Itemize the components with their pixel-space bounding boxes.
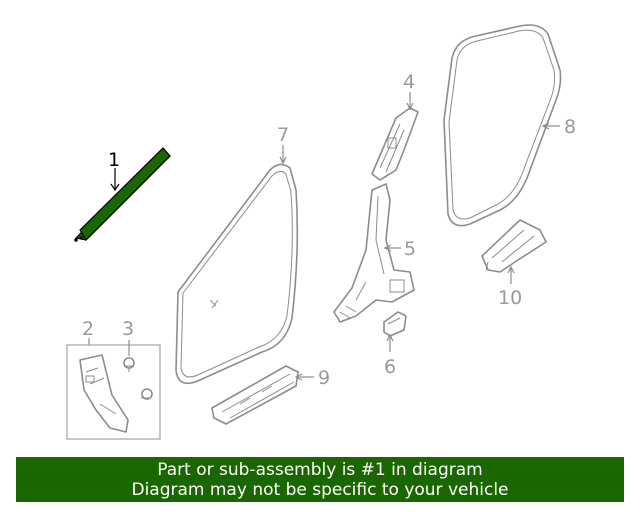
- part-5-pillar-lower-trim[interactable]: [333, 183, 415, 323]
- part-1-pillar-trim[interactable]: [74, 147, 172, 242]
- part-2-box: [66, 344, 161, 440]
- callout-1: 1: [108, 149, 120, 171]
- callout-2: 2: [82, 318, 94, 340]
- callout-10: 10: [498, 287, 522, 309]
- part-9-sill-plate[interactable]: [211, 365, 299, 425]
- callout-7: 7: [277, 124, 289, 146]
- banner-line-2: Diagram may not be specific to your vehi…: [131, 479, 509, 500]
- info-banner: Part or sub-assembly is #1 in diagram Di…: [16, 457, 624, 502]
- callout-6: 6: [384, 356, 396, 378]
- callout-9: 9: [318, 367, 330, 389]
- callout-3: 3: [122, 318, 134, 340]
- banner-line-1: Part or sub-assembly is #1 in diagram: [157, 459, 483, 480]
- part-4-upper-trim[interactable]: [371, 107, 419, 181]
- callout-4: 4: [403, 71, 415, 93]
- part-2-trim-panel[interactable]: [79, 354, 129, 433]
- callout-8: 8: [564, 116, 576, 138]
- part-10-rear-sill-trim[interactable]: [481, 219, 547, 273]
- part-3-clip[interactable]: [123, 357, 153, 400]
- part-8-weatherstrip[interactable]: [443, 24, 562, 227]
- callout-5: 5: [404, 238, 416, 260]
- part-6-bracket[interactable]: [383, 311, 407, 337]
- part-7-weatherstrip[interactable]: [175, 163, 299, 385]
